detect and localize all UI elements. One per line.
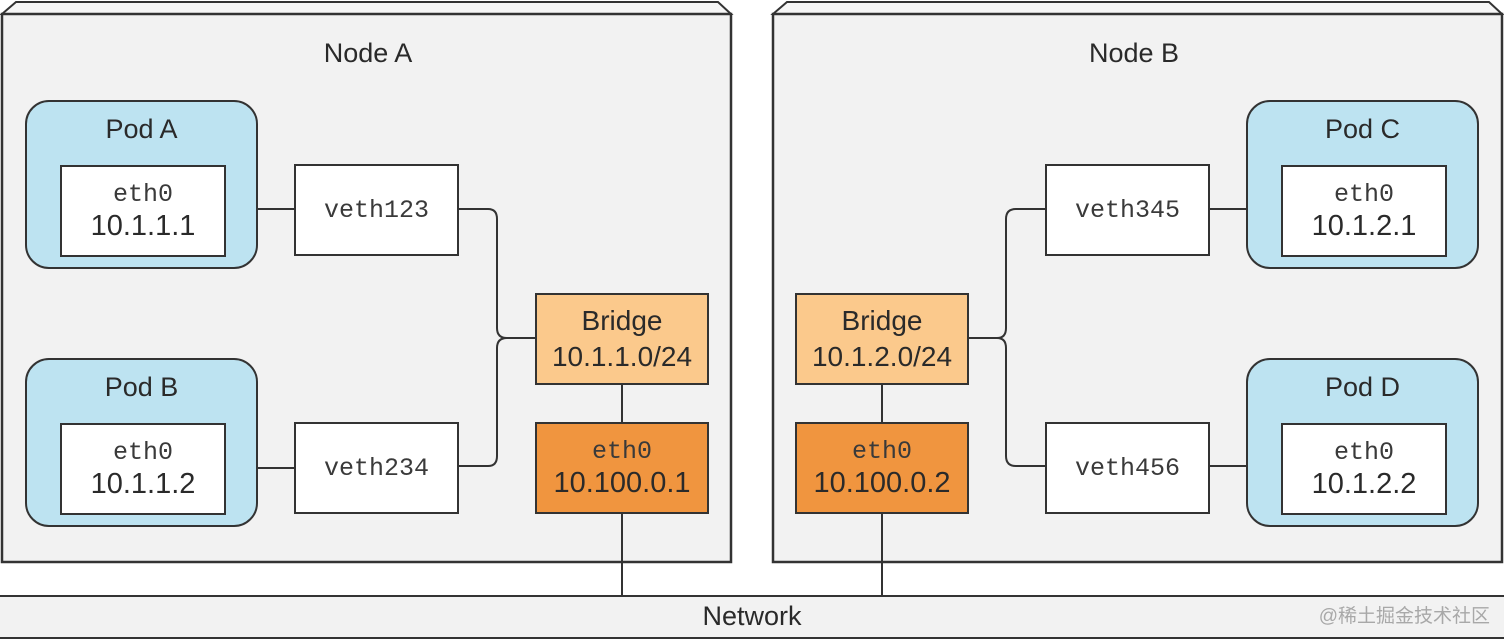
pod-d: Pod D eth0 10.1.2.2 (1246, 358, 1479, 527)
bridge-b-label: Bridge (841, 305, 923, 336)
pod-c-iface-name: eth0 (1333, 179, 1394, 209)
pod-d-iface-name: eth0 (1333, 437, 1394, 467)
pod-d-ip: 10.1.2.2 (1311, 467, 1417, 500)
node-b-title: Node B (1088, 38, 1180, 68)
node-a-box-top (0, 0, 734, 15)
pod-a-iface-name: eth0 (112, 179, 173, 209)
veth345-label: veth345 (1074, 195, 1181, 225)
network-bar (0, 595, 1504, 639)
node-a-title: Node A (323, 38, 413, 68)
host-eth0-b: eth0 10.100.0.2 (795, 422, 969, 514)
pod-c: Pod C eth0 10.1.2.1 (1246, 100, 1479, 269)
pod-d-eth0: eth0 10.1.2.2 (1281, 423, 1447, 515)
pod-a-title: Pod A (105, 114, 178, 144)
network-label: Network (702, 601, 802, 631)
pod-b-eth0: eth0 10.1.1.2 (60, 423, 226, 515)
bridge-b: Bridge 10.1.2.0/24 (795, 293, 969, 385)
veth123-label: veth123 (323, 195, 430, 225)
host-eth0-b-name: eth0 (851, 436, 912, 466)
veth345: veth345 (1045, 164, 1210, 256)
veth456-label: veth456 (1074, 453, 1181, 483)
host-eth0-a-name: eth0 (591, 436, 652, 466)
bridge-a: Bridge 10.1.1.0/24 (535, 293, 709, 385)
pod-a-eth0: eth0 10.1.1.1 (60, 165, 226, 257)
pod-b: Pod B eth0 10.1.1.2 (25, 358, 258, 527)
pod-c-title: Pod C (1324, 114, 1401, 144)
veth123: veth123 (294, 164, 459, 256)
host-eth0-b-ip: 10.100.0.2 (813, 466, 951, 499)
bridge-a-cidr: 10.1.1.0/24 (551, 341, 693, 372)
link-bridge-b-veth456 (996, 337, 1046, 467)
link-veth234-bridge-a (458, 337, 508, 467)
pod-a: Pod A eth0 10.1.1.1 (25, 100, 258, 269)
pod-a-ip: 10.1.1.1 (90, 209, 196, 242)
pod-c-ip: 10.1.2.1 (1311, 209, 1417, 242)
watermark: @稀土掘金技术社区 (1318, 606, 1490, 627)
host-eth0-a-ip: 10.100.0.1 (553, 466, 691, 499)
link-veth123-bridge-a (458, 208, 536, 339)
host-eth0-a: eth0 10.100.0.1 (535, 422, 709, 514)
bridge-b-cidr: 10.1.2.0/24 (811, 341, 953, 372)
pod-b-iface-name: eth0 (112, 437, 173, 467)
veth234-label: veth234 (323, 453, 430, 483)
veth234: veth234 (294, 422, 459, 514)
node-b-box-top (770, 0, 1504, 15)
pod-c-eth0: eth0 10.1.2.1 (1281, 165, 1447, 257)
pod-d-title: Pod D (1324, 372, 1401, 402)
veth456: veth456 (1045, 422, 1210, 514)
bridge-a-label: Bridge (581, 305, 663, 336)
pod-b-title: Pod B (104, 372, 179, 402)
pod-b-ip: 10.1.1.2 (90, 467, 196, 500)
